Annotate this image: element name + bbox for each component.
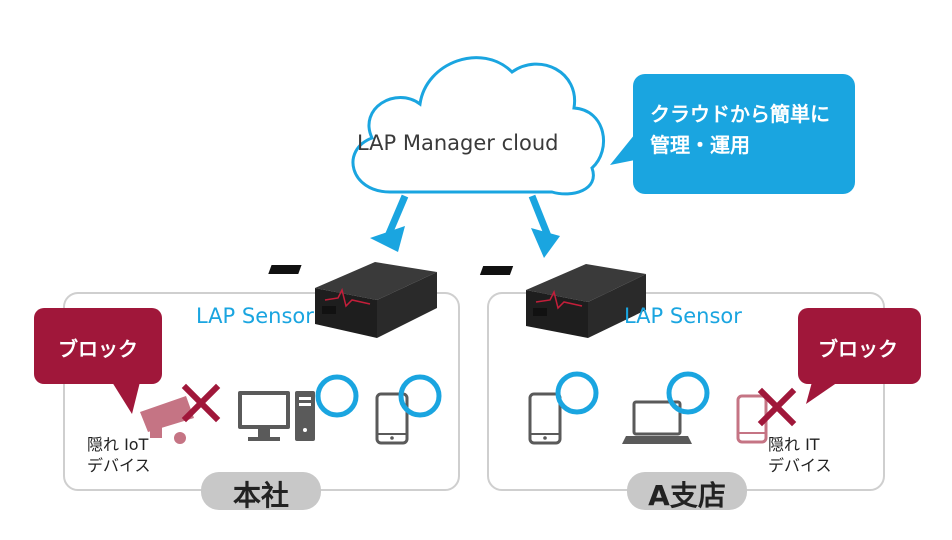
security-camera-icon [140, 396, 194, 444]
block-bubble-honsha [34, 308, 162, 414]
site-tag-honsha [201, 472, 321, 510]
hidden-device-label-honsha: 隠れ IoT デバイス [87, 434, 151, 476]
block-bubble-branch [798, 308, 921, 404]
allowed-circle-icon [555, 371, 599, 415]
callout-line-1: クラウドから簡単に [650, 102, 830, 126]
arrow-to-honsha [370, 194, 409, 252]
hidden-device-line-1: 隠れ IoT [87, 435, 149, 454]
smartphone-icon [528, 392, 562, 445]
allowed-circle-icon [315, 374, 359, 418]
allowed-circle-icon [666, 371, 710, 415]
sensor-label-honsha: LAP Sensor [196, 304, 314, 328]
arrow-to-branch [528, 194, 560, 258]
hidden-device-line-2: デバイス [87, 456, 151, 475]
site-name-honsha: 本社 [232, 479, 289, 512]
cloud-label: LAP Manager cloud [357, 131, 559, 155]
hidden-device-line-2: デバイス [768, 456, 832, 475]
lap-sensor-device-branch [479, 264, 646, 338]
callout-bubble [610, 74, 855, 194]
allowed-circle-icon [398, 374, 442, 418]
smartphone-icon [375, 392, 409, 445]
laptop-icon [622, 400, 692, 444]
site-tag-branch [627, 472, 747, 510]
site-name-branch: A支店 [648, 479, 726, 512]
sensor-label-branch: LAP Sensor [624, 304, 742, 328]
lap-sensor-device-honsha [268, 262, 437, 338]
block-x-icon [757, 387, 797, 427]
cloud-shape [351, 56, 606, 196]
block-label-branch: ブロック [818, 337, 898, 361]
block-x-icon [181, 383, 221, 423]
hidden-device-line-1: 隠れ IT [768, 435, 820, 454]
desktop-pc-icon [238, 391, 315, 441]
callout-text: クラウドから簡単に 管理・運用 [650, 99, 830, 161]
callout-line-2: 管理・運用 [650, 133, 750, 157]
block-label-honsha: ブロック [58, 337, 138, 361]
hidden-device-label-branch: 隠れ IT デバイス [768, 434, 832, 476]
